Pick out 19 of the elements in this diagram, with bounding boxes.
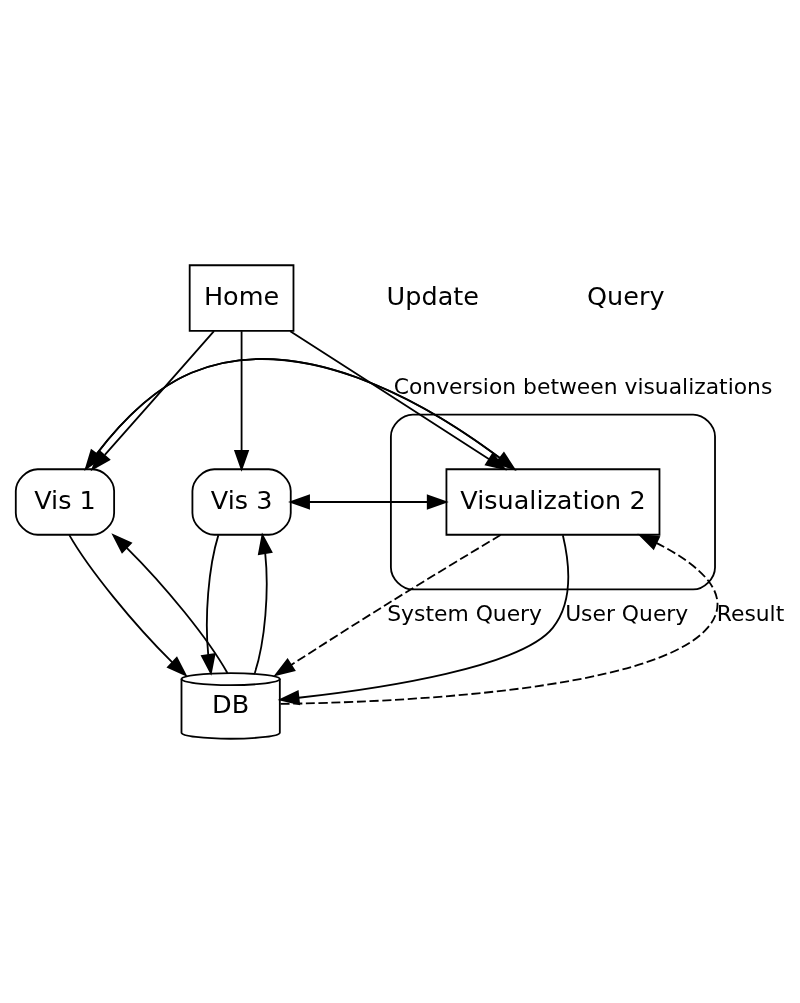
label: Query [587,280,665,311]
node-box: Vis 1 [14,467,116,536]
arrow [273,533,502,676]
arrow [111,532,229,674]
node-box: Vis 3 [191,467,292,536]
edge-label: Result [716,600,785,626]
node-box: Visualization 2 [445,467,661,536]
arrow [233,329,250,472]
node-box: Home [188,263,295,332]
arrow [279,533,719,705]
edge-label: System Query [387,600,543,626]
arrow [277,533,569,705]
arrow [253,531,273,674]
arrow [200,533,220,676]
label: Update [386,280,479,311]
cluster [390,413,716,590]
edge-label: Conversion between visualizations [393,373,773,399]
arrow [68,533,188,677]
edge-label: User Query [565,600,689,626]
